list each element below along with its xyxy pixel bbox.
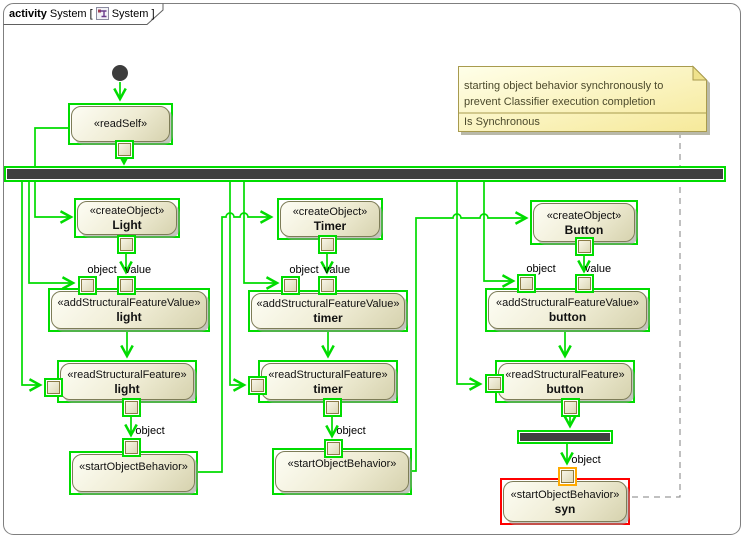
diagram-frame-tab[interactable]: activity System [ System ] [9, 6, 155, 21]
diagram-frame-tab-outline [3, 3, 164, 25]
flow-soblight-to-createtimer[interactable] [198, 210, 274, 473]
input-pin-addlight-object[interactable] [78, 276, 97, 295]
input-pin-readlight-object[interactable] [44, 378, 63, 397]
join-bar[interactable] [517, 430, 613, 444]
stereotype-label: «startObjectBehavior» [287, 458, 397, 470]
action-name: Timer [313, 219, 347, 233]
pin-label-object: object [336, 425, 366, 437]
action-startobjectbehavior-light[interactable]: «startObjectBehavior» [69, 451, 198, 495]
input-pin-addtimer-object[interactable] [281, 276, 300, 295]
action-addstructuralfeaturevalue-light[interactable]: «addStructuralFeatureValue» light [48, 288, 210, 332]
note-body-line2: prevent Classifier execution completion [464, 96, 656, 108]
diagram-title: System [ [49, 7, 93, 20]
diagram-title-close: System ] [111, 7, 155, 20]
action-name: button [548, 310, 587, 324]
stereotype-label: «addStructuralFeatureValue» [496, 297, 639, 309]
diagram-frame-border [3, 3, 741, 535]
action-readstructuralfeature-light[interactable]: «readStructuralFeature» light [57, 360, 197, 403]
input-pin-readtimer-object[interactable] [248, 376, 267, 395]
pin-label-object: object [135, 425, 165, 437]
stereotype-label: «createObject» [89, 205, 165, 217]
output-pin-readself-result[interactable] [115, 140, 134, 159]
stereotype-label: «startObjectBehavior» [510, 488, 620, 501]
stereotype-label: «readStructuralFeature» [505, 368, 625, 381]
output-pin-createtimer-result[interactable] [318, 235, 337, 254]
stereotype-label: «readStructuralFeature» [268, 368, 388, 381]
pin-label-object: object [571, 454, 601, 466]
action-addstructuralfeaturevalue-timer[interactable]: «addStructuralFeatureValue» timer [248, 290, 408, 332]
note-property-is-synchronous: Is Synchronous [464, 116, 540, 128]
action-startobjectbehavior-syn[interactable]: «startObjectBehavior» syn [500, 478, 630, 525]
action-readstructuralfeature-button[interactable]: «readStructuralFeature» button [495, 360, 635, 403]
diagram-kind-label: activity [9, 7, 47, 20]
note-body-line1: starting object behavior synchronously t… [464, 80, 664, 92]
note-anchor-line[interactable] [632, 132, 681, 498]
stereotype-label: «createObject» [292, 206, 368, 218]
action-readself[interactable]: «readSelf» [68, 103, 173, 145]
action-name: syn [554, 501, 576, 516]
flow-fork-to-addbutton-object-pin[interactable] [483, 181, 516, 288]
flow-fork-to-readbutton-pin[interactable] [456, 181, 483, 391]
fork-bar-fill [7, 169, 723, 179]
input-pin-addbutton-value[interactable] [575, 274, 594, 293]
action-name: Button [564, 222, 604, 237]
stereotype-label: «startObjectBehavior» [79, 461, 188, 473]
flow-fork-to-addlight-object-pin[interactable] [28, 181, 76, 290]
action-name: button [546, 381, 584, 396]
output-pin-readbutton-result[interactable] [561, 398, 580, 417]
activity-diagram-icon [95, 7, 109, 20]
action-createobject-light[interactable]: «createObject» Light [74, 198, 180, 238]
pin-label-object: object [289, 264, 319, 276]
output-pin-createbutton-result[interactable] [575, 237, 594, 256]
join-bar-fill [520, 433, 610, 441]
flow-fork-to-readlight-pin[interactable] [21, 181, 43, 392]
input-pin-readbutton-object[interactable] [485, 374, 504, 393]
pin-label-value: value [323, 264, 351, 276]
fork-bar[interactable] [4, 166, 726, 182]
output-pin-readlight-result[interactable] [122, 398, 141, 417]
output-pin-readtimer-result[interactable] [323, 398, 342, 417]
action-readstructuralfeature-timer[interactable]: «readStructuralFeature» timer [258, 360, 398, 403]
pin-label-object: object [526, 263, 556, 275]
stereotype-label: «createObject» [546, 209, 622, 222]
flow-sobtimer-to-createbutton[interactable] [412, 211, 529, 472]
pin-label-value: value [124, 264, 152, 276]
input-pin-addtimer-value[interactable] [318, 276, 337, 295]
flow-fork-to-readtimer-pin[interactable] [229, 181, 247, 392]
flow-fork-to-addtimer-object-pin[interactable] [243, 181, 280, 290]
pin-label-value: value [584, 263, 612, 275]
action-addstructuralfeaturevalue-button[interactable]: «addStructuralFeatureValue» button [485, 288, 650, 332]
action-name: timer [313, 311, 343, 325]
action-createobject-timer[interactable]: «createObject» Timer [277, 198, 383, 240]
action-name: light [116, 310, 142, 324]
stereotype-label: «addStructuralFeatureValue» [256, 298, 400, 310]
input-pin-addbutton-object[interactable] [517, 274, 536, 293]
output-pin-createlight-result[interactable] [117, 235, 136, 254]
input-pin-soblight-object[interactable] [122, 438, 141, 457]
pin-label-object: object [87, 264, 117, 276]
action-name: light [114, 381, 140, 396]
action-readself-stereotype: «readSelf» [93, 118, 148, 130]
input-pin-sobtimer-object[interactable] [324, 439, 343, 458]
action-name: Light [112, 218, 142, 232]
initial-node[interactable] [112, 65, 128, 81]
note-shape[interactable] [458, 65, 711, 136]
action-name: timer [313, 381, 343, 396]
stereotype-label: «addStructuralFeatureValue» [57, 297, 201, 309]
input-pin-addlight-value[interactable] [117, 276, 136, 295]
input-pin-syn-object[interactable] [558, 467, 577, 486]
stereotype-label: «readStructuralFeature» [67, 368, 187, 381]
